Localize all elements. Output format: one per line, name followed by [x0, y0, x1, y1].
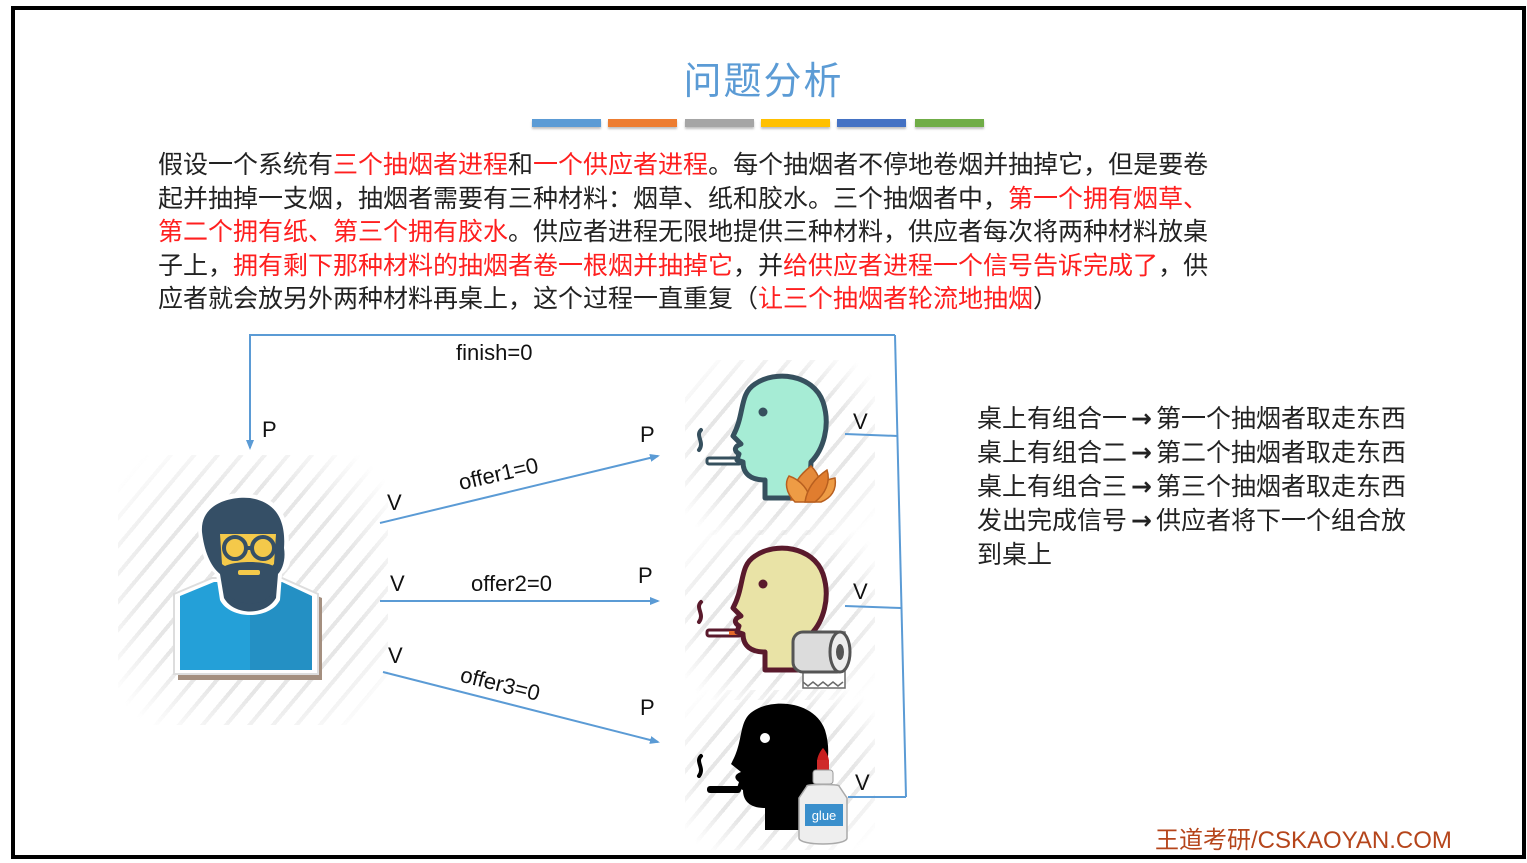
paragraph-line-1: 假设一个系统有三个抽烟者进程和一个供应者进程。每个抽烟者不停地卷烟并抽掉它，但是…	[158, 148, 1358, 182]
step-result: 第三个抽烟者取走东西	[1155, 472, 1406, 501]
step-result: 供应者将下一个组合放	[1155, 506, 1406, 535]
divider-bar-gray	[685, 119, 754, 127]
highlight-span: 让三个抽烟者轮流地抽烟	[758, 284, 1034, 313]
text-span: 应者就会放另外两种材料再桌上，这个过程一直重复（	[158, 284, 759, 313]
offer1-v-label: V	[387, 490, 402, 515]
paragraph-line-2: 起并抽掉一支烟，抽烟者需要有三种材料：烟草、纸和胶水。三个抽烟者中，第一个拥有烟…	[158, 182, 1358, 216]
glue-label: glue	[812, 808, 837, 823]
divider-bar-orange	[608, 119, 677, 127]
smoker2-return-connector	[844, 605, 902, 609]
divider-bar-yellow	[761, 119, 830, 127]
finish-arrow	[246, 334, 895, 450]
step-row-5: 到桌上	[977, 538, 1406, 572]
step-list: 桌上有组合一→第一个抽烟者取走东西 桌上有组合二→第二个抽烟者取走东西 桌上有组…	[977, 402, 1406, 572]
finish-label: finish=0	[456, 340, 533, 365]
step-result: 第一个抽烟者取走东西	[1155, 404, 1406, 433]
problem-description: 假设一个系统有三个抽烟者进程和一个供应者进程。每个抽烟者不停地卷烟并抽掉它，但是…	[158, 148, 1358, 316]
return-line	[894, 334, 907, 798]
right-arrow-icon: →	[1131, 404, 1152, 433]
text-span: 假设一个系统有	[158, 150, 334, 179]
offer2-p-label: P	[638, 563, 653, 588]
step-row-3: 桌上有组合三→第三个抽烟者取走东西	[977, 470, 1406, 504]
right-arrow-icon: →	[1131, 472, 1152, 501]
text-span: ）	[1033, 284, 1059, 313]
smoker1-return-connector	[844, 433, 899, 437]
step-condition: 发出完成信号	[977, 506, 1128, 535]
bearded-man-icon	[173, 493, 322, 680]
text-span: 。供应者进程无限地提供三种材料，供应者每次将两种材料放桌	[508, 217, 1209, 246]
offer3-arrow	[382, 671, 660, 744]
highlight-span: 拥有剩下那种材料的抽烟者卷一根烟并抽掉它	[233, 250, 734, 280]
text-span: 和	[508, 150, 534, 179]
text-span: ，供	[1158, 250, 1209, 280]
offer2-label: offer2=0	[471, 571, 552, 596]
step-row-4: 发出完成信号→供应者将下一个组合放	[977, 504, 1406, 538]
smoker2-v-label: V	[853, 579, 868, 604]
right-arrow-icon: →	[1131, 438, 1152, 467]
slide-title: 问题分析	[683, 59, 844, 103]
offer3-p-label: P	[640, 695, 655, 720]
text-span: 起并抽掉一支烟，抽烟者需要有三种材料：烟草、纸和胶水。三个抽烟者中，	[158, 183, 1009, 213]
highlight-span: 第一个拥有烟草、	[1008, 183, 1209, 213]
offer1-p-label: P	[640, 422, 655, 447]
paragraph-line-4: 子上，拥有剩下那种材料的抽烟者卷一根烟并抽掉它，并给供应者进程一个信号告诉完成了…	[158, 249, 1358, 283]
step-condition: 桌上有组合一	[977, 404, 1128, 433]
step-condition: 桌上有组合二	[977, 438, 1128, 467]
smoker3-v-label: V	[855, 770, 870, 795]
step-result: 第二个抽烟者取走东西	[1155, 438, 1406, 467]
highlight-span: 给供应者进程一个信号告诉完成了	[783, 250, 1159, 280]
divider-bar-darkblue	[837, 119, 906, 127]
offer1-arrow	[379, 453, 660, 524]
text-span: ，并	[733, 250, 784, 280]
step-row-2: 桌上有组合二→第二个抽烟者取走东西	[977, 436, 1406, 470]
right-arrow-icon: →	[1131, 506, 1152, 535]
highlight-span: 第二个拥有纸、第三个拥有胶水	[158, 217, 509, 246]
step-condition: 到桌上	[977, 540, 1053, 569]
smoker-head-teal-icon	[697, 373, 837, 503]
smoker1-v-label: V	[853, 409, 868, 434]
highlight-span: 一个供应者进程	[533, 150, 709, 179]
paragraph-line-5: 应者就会放另外两种材料再桌上，这个过程一直重复（让三个抽烟者轮流地抽烟）	[158, 282, 1358, 316]
step-row-1: 桌上有组合一→第一个抽烟者取走东西	[977, 402, 1406, 436]
highlight-span: 三个抽烟者进程	[333, 150, 509, 179]
offer3-v-label: V	[388, 643, 403, 668]
divider-bar-blue	[532, 119, 601, 127]
smoker-head-beige-icon	[697, 545, 852, 689]
text-span: 子上，	[158, 250, 234, 280]
supplier-p-label: P	[262, 417, 277, 442]
footer-watermark: 王道考研/CSKAOYAN.COM	[1155, 827, 1452, 854]
divider-bar-green	[915, 119, 984, 127]
step-condition: 桌上有组合三	[977, 472, 1128, 501]
offer2-v-label: V	[390, 571, 405, 596]
smoker-head-black-icon: glue	[697, 703, 848, 845]
paragraph-line-3: 第二个拥有纸、第三个拥有胶水。供应者进程无限地提供三种材料，供应者每次将两种材料…	[158, 215, 1358, 249]
text-span: 。每个抽烟者不停地卷烟并抽掉它，但是要卷	[708, 150, 1209, 179]
